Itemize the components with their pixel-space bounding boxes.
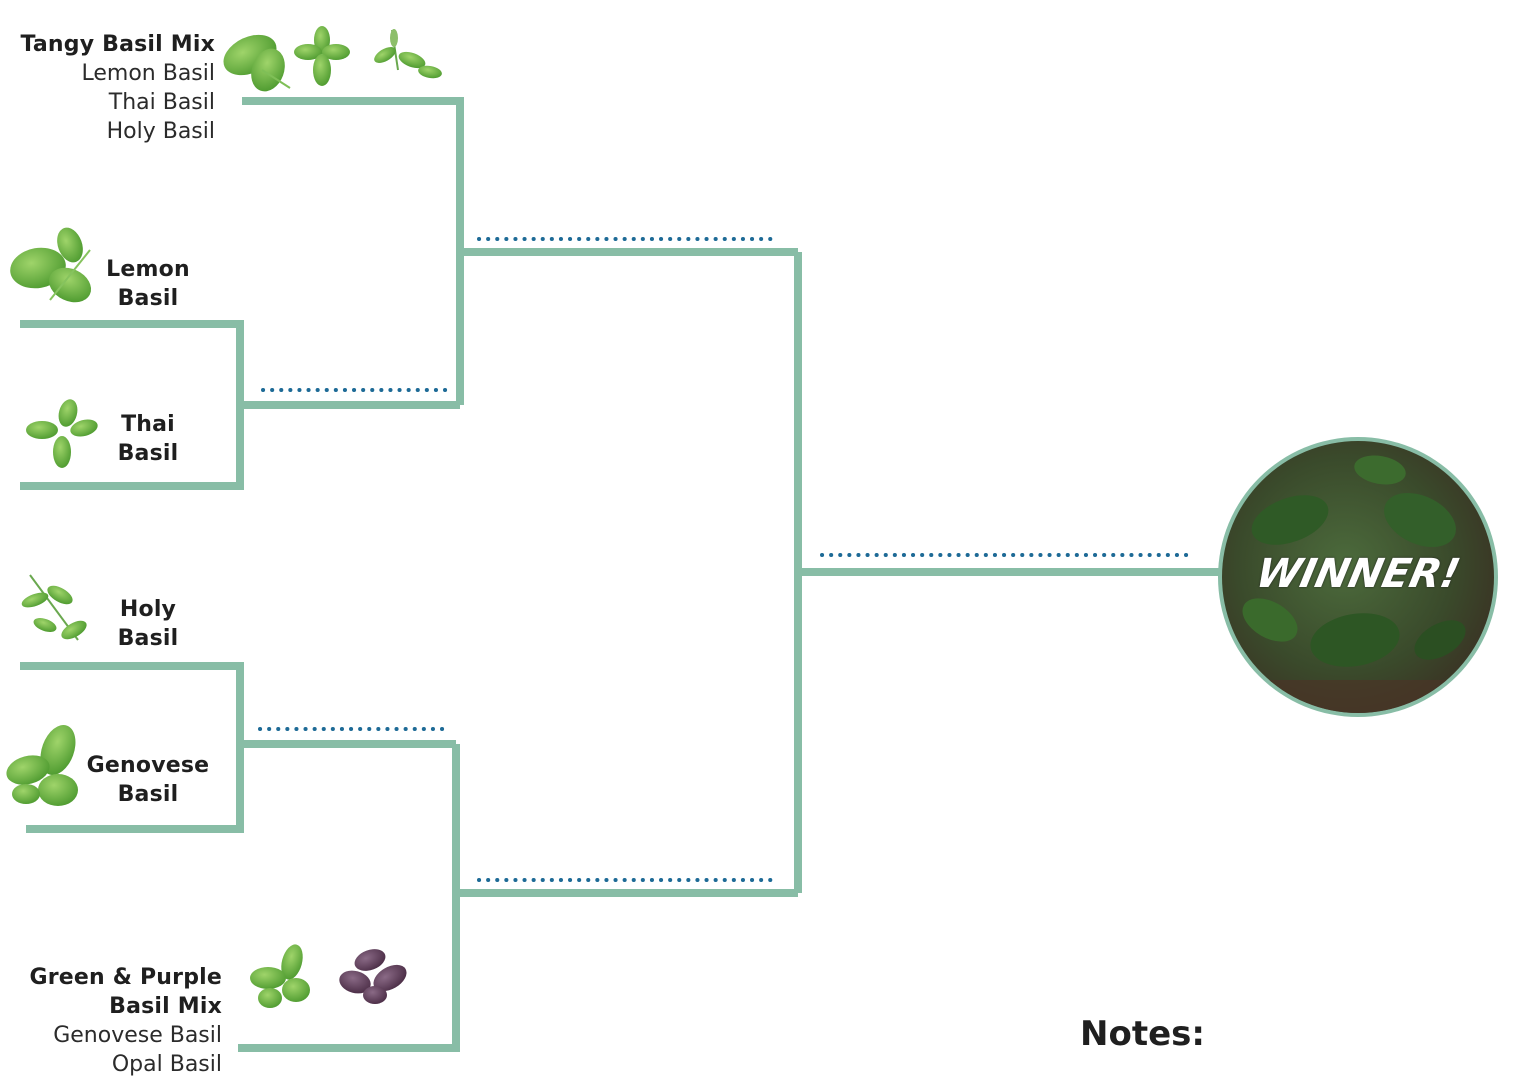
bracket-line-green-purple: [238, 744, 460, 1052]
tangy-mix-item-thai: Thai Basil: [108, 90, 215, 115]
tangy-mix-item-lemon: Lemon Basil: [81, 61, 216, 86]
holy-basil-icon: [21, 574, 87, 641]
tangy-mix-item-holy: Holy Basil: [106, 119, 215, 144]
genovese-basil-icon: [6, 724, 78, 806]
winner-label: WINNER!: [1251, 551, 1465, 597]
holy-basil-label: Holy Basil: [92, 595, 204, 653]
thai-basil-line1: Thai: [121, 412, 175, 437]
holy-basil-leaf-icon: [374, 29, 442, 79]
green-purple-mix-title-line2: Basil Mix: [109, 994, 222, 1019]
thai-basil-icon: [26, 399, 98, 468]
genovese-basil-line1: Genovese: [86, 753, 210, 778]
genovese-basil-label: Genovese Basil: [82, 751, 214, 809]
genovese-basil-line2: Basil: [117, 782, 179, 807]
thai-basil-line2: Basil: [117, 441, 179, 466]
holy-basil-line2: Basil: [117, 626, 179, 651]
green-purple-mix-item-genovese: Genovese Basil: [53, 1023, 222, 1048]
bracket-line-tangy: [242, 97, 464, 405]
thai-basil-label: Thai Basil: [92, 410, 204, 468]
lemon-basil-label: Lemon Basil: [92, 255, 204, 313]
notes-heading: Notes:: [1080, 1014, 1205, 1054]
green-purple-mix-item-opal: Opal Basil: [111, 1052, 222, 1077]
thai-basil-leaf-icon: [294, 26, 350, 86]
tangy-basil-mix-title: Tangy Basil Mix: [20, 32, 215, 57]
lemon-basil-leaf-icon: [223, 34, 291, 92]
lemon-basil-line1: Lemon: [106, 257, 190, 282]
green-purple-mix-title-line1: Green & Purple: [29, 965, 222, 990]
genovese-basil-mix-icon: [250, 944, 310, 1008]
lemon-basil-line2: Basil: [117, 286, 179, 311]
opal-basil-icon: [339, 949, 407, 1004]
holy-basil-line1: Holy: [119, 597, 177, 622]
lemon-basil-icon: [10, 227, 92, 303]
